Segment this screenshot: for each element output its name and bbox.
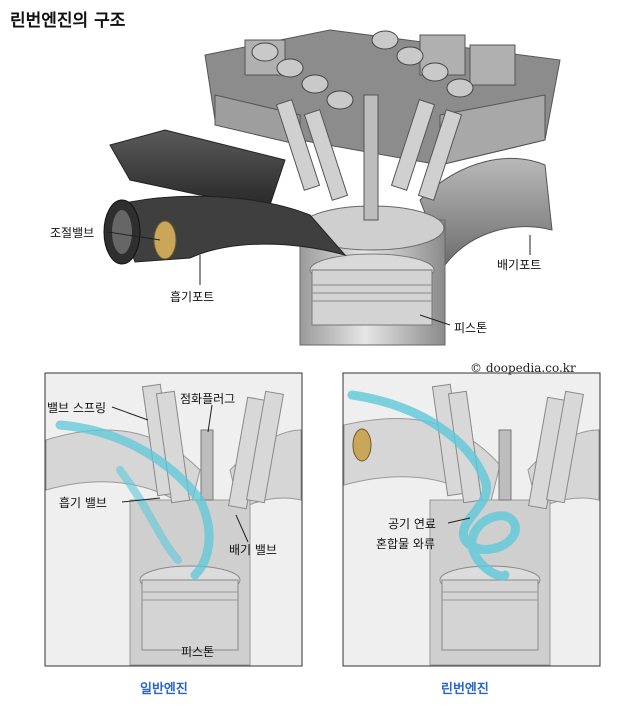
spark-plug-label: 점화플러그 (180, 392, 236, 406)
right-panel-drawing (342, 372, 601, 667)
left-airflow (55, 420, 214, 580)
throttle-valve-label: 조절밸브 (50, 226, 95, 240)
caption-normal-engine: 일반엔진 (140, 682, 188, 697)
exhaust-port-label: 배기포트 (497, 258, 542, 272)
piston-label-top: 피스톤 (454, 321, 488, 335)
swirl-label-line1: 공기 연료 (388, 517, 436, 531)
valve-spring-label: 밸브 스프링 (47, 401, 107, 415)
swirl-label-line2: 혼합물 와류 (376, 537, 436, 551)
valves (275, 94, 463, 221)
copyright-text: © doopedia.co.kr (470, 361, 576, 375)
intake-manifold (109, 129, 286, 206)
swirl-airflow (347, 390, 520, 581)
exhaust-port-shape (419, 157, 553, 267)
piston-label-left: 피스톤 (181, 645, 215, 659)
right-throttle-disc (352, 428, 372, 462)
throttle-valve-disc (153, 220, 177, 260)
caption-leanburn-engine: 린번엔진 (441, 682, 489, 697)
camshaft (251, 30, 474, 110)
intake-valve-label: 흡기 밸브 (59, 496, 107, 510)
diagram-title: 린번엔진의 구조 (10, 11, 126, 31)
exhaust-valve-label: 배기 밸브 (229, 543, 277, 557)
cylinder (299, 205, 446, 346)
left-panel-drawing (44, 372, 303, 667)
intake-port-label: 흡기포트 (170, 290, 215, 304)
